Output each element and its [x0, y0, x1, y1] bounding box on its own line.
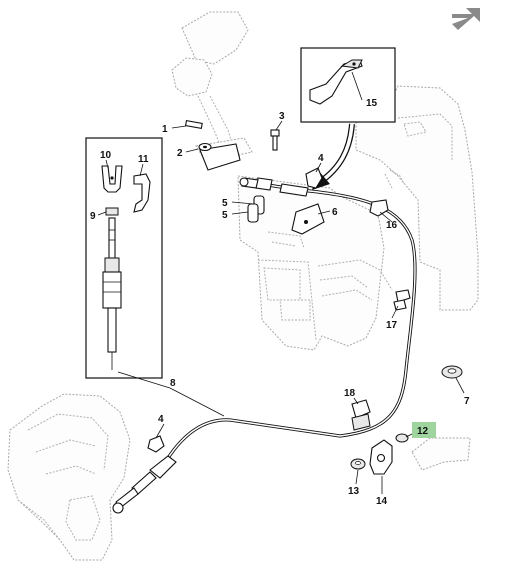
arrow-right-icon[interactable] [452, 8, 480, 30]
callout-13[interactable]: 13 [348, 486, 360, 497]
callout-7[interactable]: 7 [464, 396, 470, 407]
callout-12[interactable]: 12 [417, 426, 429, 437]
callout-5-lower[interactable]: 5 [222, 210, 228, 221]
part-4-clip-upper [305, 167, 323, 189]
callout-17[interactable]: 17 [386, 320, 398, 331]
detail-inset-box-15 [300, 47, 396, 123]
part-18-clamp [351, 399, 371, 431]
callout-9[interactable]: 9 [90, 211, 96, 222]
callout-1[interactable]: 1 [162, 124, 168, 135]
callout-11[interactable]: 11 [138, 154, 149, 165]
callout-4-upper[interactable]: 4 [318, 153, 324, 164]
callout-3[interactable]: 3 [279, 111, 285, 122]
part-13-nut [350, 458, 366, 470]
shift-lever-ghost [171, 11, 253, 163]
part-16-clip [369, 199, 389, 217]
callout-15[interactable]: 15 [366, 98, 378, 109]
callout-5-upper[interactable]: 5 [222, 198, 228, 209]
callout-4-lower[interactable]: 4 [158, 414, 164, 425]
part-12-nut [395, 433, 409, 443]
part-17-clips [393, 289, 411, 311]
console-housing-ghost [355, 85, 479, 311]
callout-labels: 1 2 3 4 5 5 6 7 8 9 10 11 12 13 14 15 16… [90, 98, 470, 507]
callout-12-highlight [412, 422, 436, 438]
callout-18[interactable]: 18 [344, 388, 356, 399]
shift-housing-ghost [237, 175, 393, 351]
lever-bracket [184, 120, 241, 171]
floor-plate-ghost [411, 437, 471, 471]
callout-6[interactable]: 6 [332, 207, 338, 218]
part-3-bolt [270, 129, 280, 151]
detail-inset-box [85, 137, 163, 379]
callout-2[interactable]: 2 [177, 148, 183, 159]
callout-16[interactable]: 16 [386, 220, 398, 231]
part-4-clip-lower [147, 435, 165, 453]
callout-10[interactable]: 10 [100, 150, 112, 161]
part-6-bracket [291, 203, 325, 235]
leader-lines [97, 71, 465, 494]
part-14-cable-clamp [369, 439, 393, 475]
part-7-grommet [441, 365, 463, 379]
callout-14[interactable]: 14 [376, 496, 388, 507]
transmission-ghost [7, 393, 131, 561]
callout-8[interactable]: 8 [170, 378, 176, 389]
